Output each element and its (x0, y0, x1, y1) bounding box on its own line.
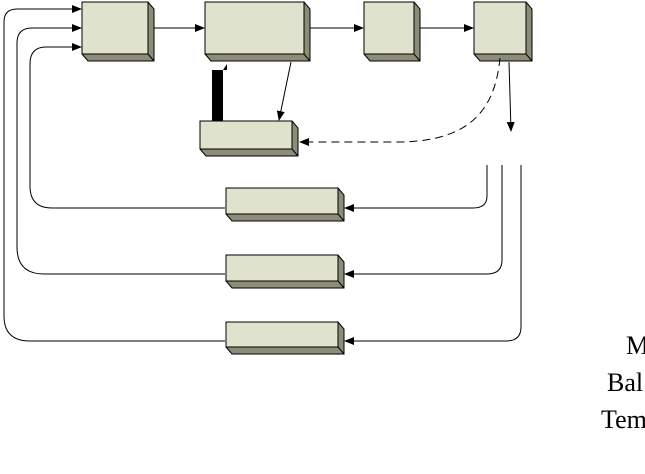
process-box-c (363, 1, 421, 62)
cut-label-3: Tem (601, 405, 645, 434)
process-box-e (199, 120, 299, 157)
arrow-to-feedback-3 (344, 165, 522, 345)
process-box-b (204, 1, 311, 62)
loop-feedback-2-to-a (16, 24, 225, 275)
cut-label-2: Bal (607, 368, 644, 397)
process-box-a (81, 1, 155, 62)
thick-bar-notch (223, 64, 227, 70)
arrow-d-down (506, 61, 515, 132)
feedback-box-1 (225, 187, 345, 222)
arrow-to-feedback-1 (344, 165, 488, 212)
process-box-d (473, 1, 533, 62)
thick-connector-bar (212, 70, 223, 121)
loop-feedback-1-to-a (29, 43, 225, 209)
loop-feedback-3-to-a (3, 5, 225, 342)
dashed-arrow-d-to-e (299, 57, 501, 146)
cut-label-1: M (626, 331, 645, 360)
arrow-b-to-e (276, 61, 292, 121)
arrow-to-feedback-2 (344, 165, 503, 278)
feedback-box-3 (225, 321, 345, 355)
feedback-box-2 (225, 254, 345, 289)
